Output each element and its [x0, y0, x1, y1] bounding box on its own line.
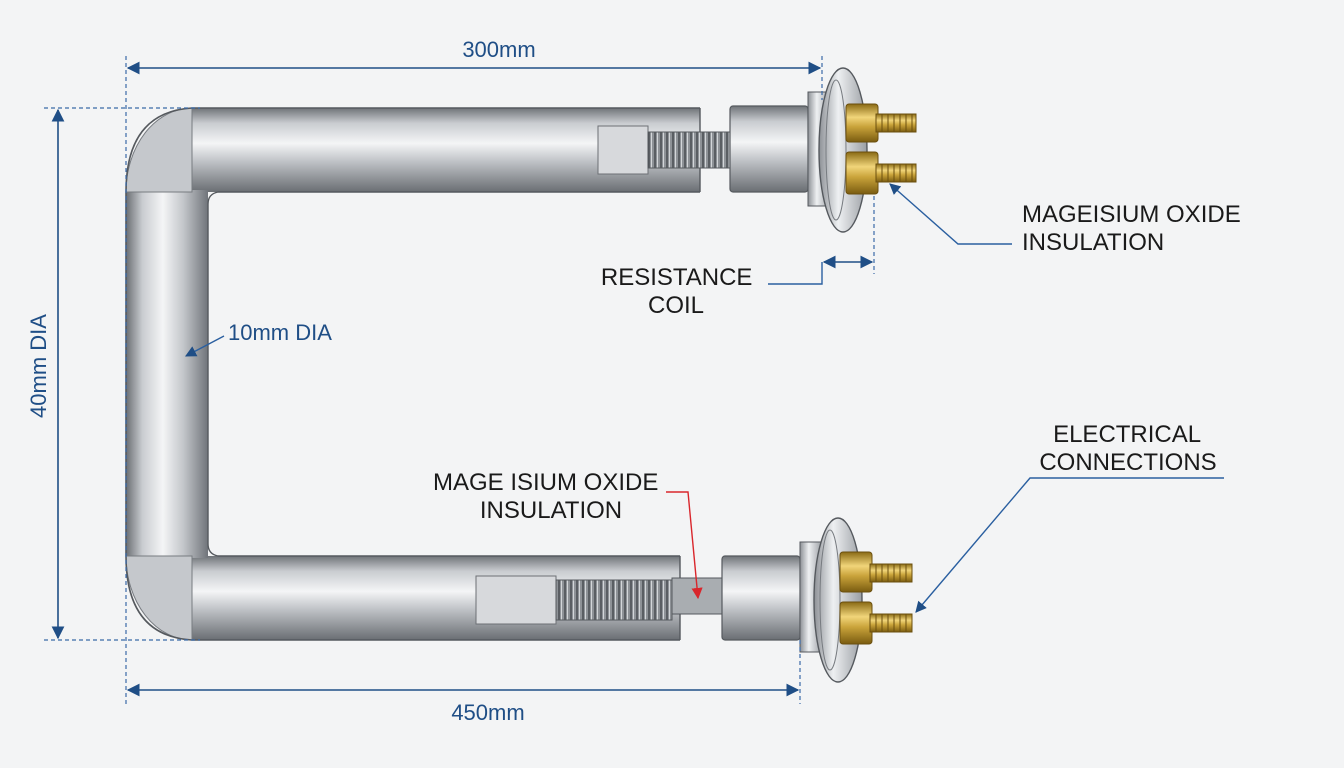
dim-label-height: 40mm DIA — [26, 314, 51, 418]
terminal-top-2 — [845, 151, 917, 195]
bottom-flange — [799, 517, 913, 683]
callout-resistance-coil-line2: COIL — [648, 292, 704, 319]
terminal-bottom-1 — [839, 551, 913, 593]
callout-resistance-coil-line1: RESISTANCE — [601, 264, 753, 291]
terminal-top-1 — [845, 103, 917, 143]
resistance-coil-bottom — [555, 579, 673, 621]
tube-top-bend — [125, 107, 193, 193]
callout-insulation-top-line2: INSULATION — [1022, 229, 1164, 256]
top-flange — [807, 67, 917, 233]
callout-insulation-top: MAGEISIUM OXIDE INSULATION — [1022, 201, 1247, 256]
dim-label-tube-diameter: 10mm DIA — [228, 320, 332, 345]
red-leader — [666, 491, 703, 600]
callout-resistance-coil: RESISTANCE COIL — [601, 264, 759, 319]
callout-insulation-bottom: MAGE ISIUM OXIDE INSULATION — [433, 469, 665, 524]
leader-lines — [185, 183, 1224, 613]
callout-insulation-bottom-line2: INSULATION — [480, 497, 622, 524]
terminal-bottom-2 — [839, 601, 913, 645]
bottom-coil-cutaway — [475, 555, 801, 641]
tube-vertical-leg — [126, 190, 208, 558]
callout-insulation-top-line1: MAGEISIUM OXIDE — [1022, 201, 1241, 228]
callout-electrical-connections: ELECTRICAL CONNECTIONS — [1039, 421, 1216, 476]
tube-bottom-bend — [125, 555, 193, 641]
callout-electrical-connections-line1: ELECTRICAL — [1053, 421, 1201, 448]
dim-label-300: 300mm — [462, 37, 535, 62]
callout-insulation-bottom-line1: MAGE ISIUM OXIDE — [433, 469, 658, 496]
resistance-coil-top — [647, 131, 733, 169]
top-coil-cutaway — [597, 105, 809, 193]
dim-label-450: 450mm — [451, 700, 524, 725]
u-tube — [125, 107, 701, 641]
callout-electrical-connections-line2: CONNECTIONS — [1039, 449, 1216, 476]
dimension-lines — [44, 56, 875, 704]
